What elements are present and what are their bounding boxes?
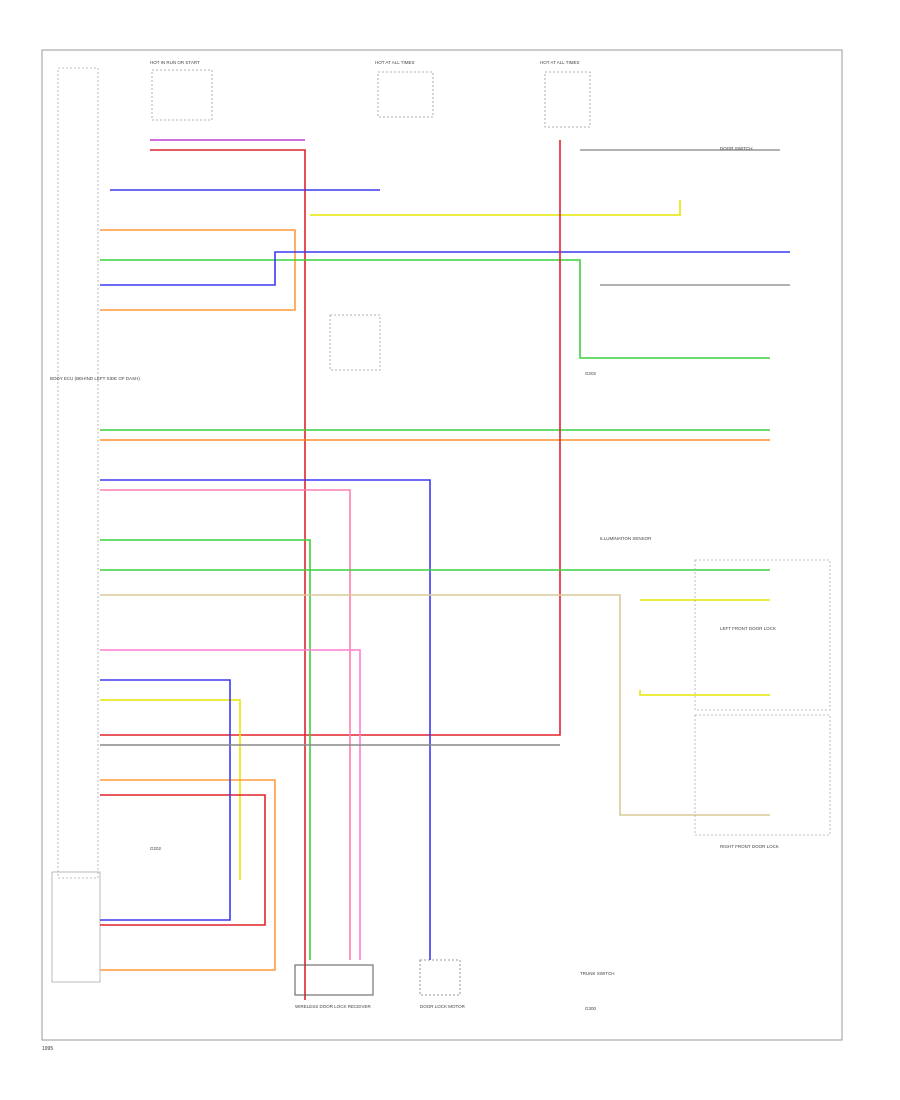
label-ground-3: G300	[585, 1006, 597, 1011]
label-left-door: LEFT FRONT DOOR LOCK	[720, 626, 776, 631]
label-wireless-receiver: WIRELESS DOOR LOCK RECEIVER	[295, 1004, 372, 1009]
label-trunk-sw: TRUNK SWITCH	[580, 971, 615, 976]
left-door-box	[694, 559, 831, 711]
wire-red-2	[100, 140, 561, 736]
label-illum-sensor: ILLUMINATION SENSOR	[600, 536, 652, 541]
receiver-block	[51, 871, 101, 983]
label-hot-at-all-times-2: HOT AT ALL TIMES	[540, 60, 580, 65]
wire-yellow-4	[639, 690, 770, 696]
wire-pink-1	[100, 489, 351, 960]
footer-year: 1995	[42, 1046, 54, 1052]
wire-blue-2	[100, 251, 790, 286]
wire-green-1	[100, 259, 770, 359]
relay-box	[329, 314, 381, 371]
wireless-receiver-box	[294, 964, 374, 996]
fuse-box-1	[151, 69, 213, 121]
label-dash-sw: DOOR SWITCH	[720, 146, 753, 151]
wire-group	[100, 139, 790, 1000]
fuse-box-2	[377, 71, 434, 118]
label-right-door: RIGHT FRONT DOOR LOCK	[720, 844, 779, 849]
wire-red-main	[150, 149, 306, 1000]
fuse-box-3	[544, 71, 591, 128]
label-ground-1: G202	[150, 846, 162, 851]
wire-tan-1	[100, 594, 770, 816]
label-hot-run-start: HOT IN RUN OR START	[150, 60, 200, 65]
door-lock-motor-box	[419, 959, 461, 996]
body-ecu-block	[57, 67, 99, 879]
label-hot-at-all-times-1: HOT AT ALL TIMES	[375, 60, 415, 65]
wire-orange-3	[100, 779, 276, 971]
diagram-border	[41, 49, 843, 1041]
wire-blue-3	[100, 479, 431, 960]
wire-blue-4	[100, 679, 231, 921]
wire-yellow-1	[310, 200, 681, 216]
right-door-box	[694, 714, 831, 836]
wire-green-3	[100, 539, 311, 960]
label-ground-2: G202	[585, 371, 597, 376]
wire-pink-2	[100, 649, 361, 960]
wire-orange-1	[100, 229, 296, 311]
label-body-ecu: BODY ECU (BEHIND LEFT SIDE OF DASH)	[50, 376, 140, 381]
label-door-lock-motor: DOOR LOCK MOTOR	[420, 1004, 466, 1009]
wire-red-3	[100, 794, 266, 926]
wire-yellow-2	[100, 699, 241, 880]
